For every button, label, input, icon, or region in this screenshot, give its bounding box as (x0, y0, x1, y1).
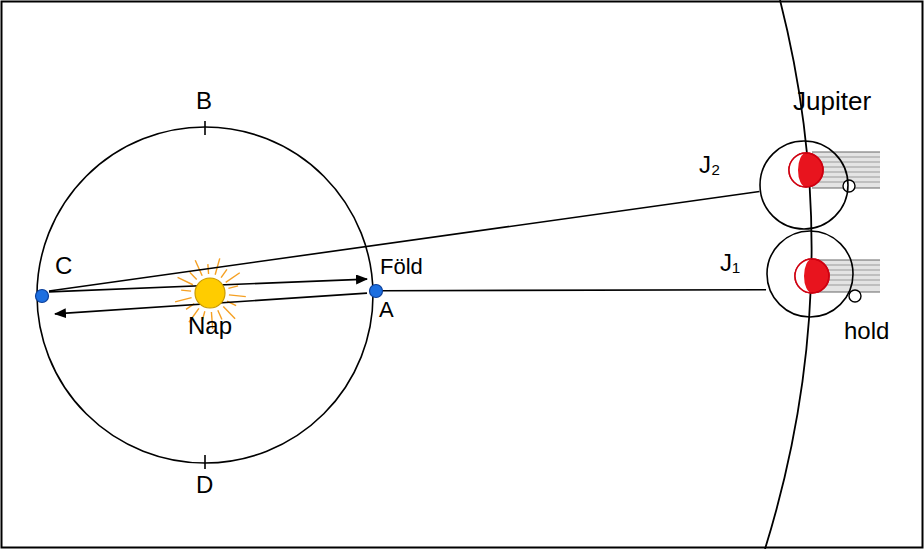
jupiter-position: J₂Jupiter (759, 140, 849, 230)
earth-position-shape (35, 289, 49, 303)
jupiter-position: J₁hold (766, 230, 854, 318)
moon-label: hold (844, 318, 889, 344)
jupiter-position-shape (759, 140, 849, 230)
position-letter: B (196, 88, 212, 114)
planet-name: Föld (380, 255, 423, 279)
orbit-tick (204, 121, 206, 135)
sun-shape (194, 277, 226, 309)
planet-name: Jupiter (793, 87, 871, 116)
jupiter-planet (795, 259, 829, 293)
moon (843, 180, 855, 192)
earth-position: FöldA (369, 284, 383, 298)
earth-position: C (35, 289, 49, 303)
light-ray (49, 191, 759, 290)
position-letter: D (196, 472, 213, 498)
sun-name: Nap (188, 313, 232, 339)
light-ray (383, 290, 766, 291)
position-letter: C (55, 253, 72, 279)
orbit-tick (204, 455, 206, 469)
sun: Nap (194, 277, 226, 309)
jupiter-position-shape (766, 230, 854, 318)
moon (849, 290, 861, 302)
position-label: J₁ (720, 250, 740, 276)
jupiter-planet (789, 153, 823, 187)
earth-orbit (37, 127, 373, 463)
position-letter: A (379, 298, 394, 322)
earth-position-shape (369, 284, 383, 298)
position-label: J₂ (699, 152, 720, 178)
